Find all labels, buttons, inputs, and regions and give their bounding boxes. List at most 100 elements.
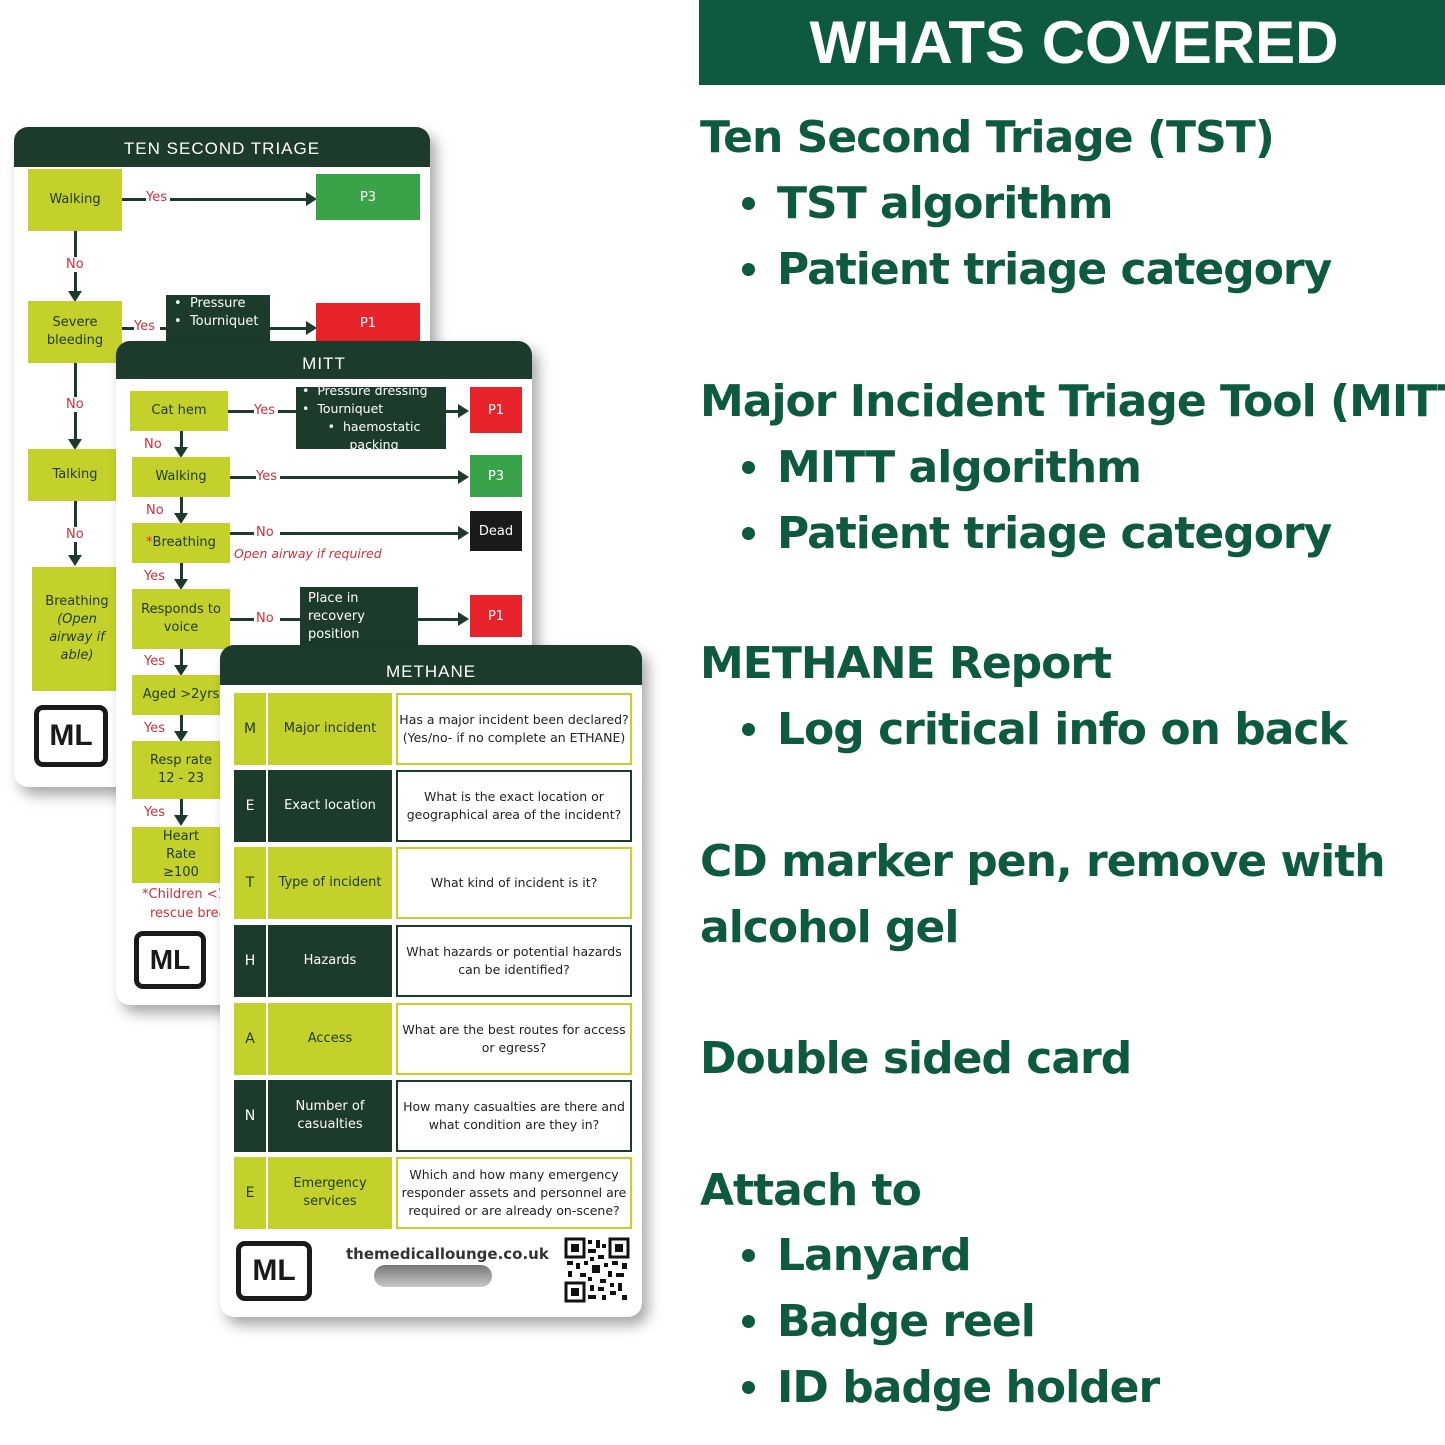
- methane-row-name: Type of incident: [268, 847, 392, 919]
- tst-no-label: No: [66, 527, 84, 542]
- methane-row-question: What kind of incident is it?: [396, 847, 632, 919]
- mitt-yes-label: Yes: [256, 469, 277, 484]
- mitt-no-label: No: [146, 503, 164, 518]
- tst-p3-box: P3: [316, 174, 420, 220]
- section-title-mitt: Major Incident Triage Tool (MITT): [700, 376, 1445, 427]
- mitt-star: *: [146, 535, 153, 550]
- section-title-attach: Attach to: [700, 1165, 922, 1216]
- methane-row-name: Hazards: [268, 925, 392, 997]
- tst-breathing-box: Breathing (Open airway if able): [32, 567, 122, 691]
- bullet-dot-icon: [742, 722, 755, 736]
- bullet-dot-icon: [742, 196, 755, 210]
- methane-row: E Emergency services Which and how many …: [234, 1157, 634, 1229]
- bullet-item: Badge reel: [742, 1296, 1036, 1347]
- tst-yes-label: Yes: [146, 190, 167, 205]
- mitt-treatment-box: • Pressure dressing • Tourniquet • haemo…: [296, 383, 446, 452]
- arrow-right-icon: [458, 404, 469, 418]
- methane-row: A Access What are the best routes for ac…: [234, 1003, 634, 1075]
- mitt-p1-box: P1: [470, 387, 522, 433]
- medical-lounge-logo-icon: ML: [34, 705, 108, 767]
- mitt-no-label: No: [144, 437, 162, 452]
- mitt-treat-2: • Tourniquet: [302, 401, 384, 416]
- methane-row-letter: M: [234, 693, 266, 765]
- tst-walking-box: Walking: [28, 169, 122, 231]
- methane-row-question: What are the best routes for access or e…: [396, 1003, 632, 1075]
- medical-lounge-logo-icon: ML: [134, 931, 206, 989]
- bullet-dot-icon: [742, 262, 755, 276]
- tst-breathing-sub: (Open airway if able): [49, 612, 105, 663]
- methane-website: themedicallounge.co.uk: [346, 1245, 549, 1263]
- medical-lounge-logo-icon: ML: [236, 1241, 312, 1301]
- bullet-text: Patient triage category: [777, 508, 1332, 559]
- tst-treat-pressure: • Pressure: [174, 296, 246, 311]
- bullet-text: Log critical info on back: [777, 704, 1348, 755]
- tst-treat-tourniquet: • Tourniquet: [174, 314, 259, 329]
- section-title-methane: METHANE Report: [700, 638, 1112, 689]
- arrow-right-icon: [306, 321, 317, 335]
- arrow-right-icon: [458, 612, 469, 626]
- methane-row: N Number of casualties How many casualti…: [234, 1080, 634, 1152]
- arrow-right-icon: [306, 192, 317, 206]
- mitt-recovery-box: Place in recovery position: [300, 587, 418, 647]
- mitt-yes-label: Yes: [254, 403, 275, 418]
- section-title-marker-pen: CD marker pen, remove with: [700, 836, 1386, 887]
- bullet-item: Log critical info on back: [742, 704, 1348, 755]
- methane-row-name: Number of casualties: [268, 1080, 392, 1152]
- methane-row-name: Emergency services: [268, 1157, 392, 1229]
- mitt-yes-label: Yes: [144, 721, 165, 736]
- bullet-text: Badge reel: [777, 1296, 1036, 1347]
- qr-code-icon: [564, 1237, 630, 1303]
- mitt-breathing-text: Breathing: [152, 535, 216, 550]
- mitt-yes-label: Yes: [144, 805, 165, 820]
- lanyard-slot: [374, 1265, 492, 1287]
- bullet-text: Lanyard: [777, 1230, 972, 1281]
- bullet-item: Patient triage category: [742, 244, 1332, 295]
- methane-row-question: Has a major incident been declared? (Yes…: [396, 693, 632, 765]
- methane-row-letter: T: [234, 847, 266, 919]
- section-title-tst: Ten Second Triage (TST): [700, 112, 1275, 163]
- tst-severe-bleeding-box: Severe bleeding: [28, 301, 122, 363]
- mitt-no-label: No: [256, 525, 274, 540]
- methane-row-letter: H: [234, 925, 266, 997]
- mitt-no-label: No: [256, 611, 274, 626]
- arrow-right-icon: [458, 526, 469, 540]
- bullet-item: Lanyard: [742, 1230, 972, 1281]
- bullet-item: ID badge holder: [742, 1362, 1160, 1413]
- methane-card: METHANE M Major incident Has a major inc…: [220, 645, 642, 1317]
- arrow-down-icon: [174, 731, 188, 742]
- methane-row: E Exact location What is the exact locat…: [234, 770, 634, 842]
- bullet-item: MITT algorithm: [742, 442, 1142, 493]
- tst-yes-label: Yes: [134, 319, 155, 334]
- bullet-item: TST algorithm: [742, 178, 1114, 229]
- mitt-walking-box: Walking: [132, 457, 230, 497]
- tst-p1-box: P1: [316, 303, 420, 343]
- arrow-down-icon: [174, 815, 188, 826]
- methane-row: H Hazards What hazards or potential haza…: [234, 925, 634, 997]
- methane-row-name: Exact location: [268, 770, 392, 842]
- section-title-marker-pen-line2: alcohol gel: [700, 902, 959, 953]
- mitt-treat-1: • Pressure dressing: [302, 383, 428, 398]
- methane-row-letter: A: [234, 1003, 266, 1075]
- methane-row: T Type of incident What kind of incident…: [234, 847, 634, 919]
- mitt-card-title: MITT: [116, 341, 532, 379]
- mitt-yes-label: Yes: [144, 569, 165, 584]
- methane-row-letter: E: [234, 770, 266, 842]
- arrow-down-icon: [174, 447, 188, 458]
- mitt-aged-box: Aged >2yrs: [132, 675, 230, 715]
- arrow-down-icon: [68, 291, 82, 302]
- methane-card-title: METHANE: [220, 645, 642, 685]
- arrow-down-icon: [174, 665, 188, 676]
- methane-row-question: What hazards or potential hazards can be…: [396, 925, 632, 997]
- arrow-down-icon: [68, 439, 82, 450]
- mitt-cat-hem-box: Cat hem: [130, 391, 228, 431]
- mitt-rescue-note: rescue brea: [150, 906, 227, 921]
- tst-talking-box: Talking: [28, 449, 122, 501]
- methane-row-question: What is the exact location or geographic…: [396, 770, 632, 842]
- bullet-dot-icon: [742, 1248, 755, 1262]
- bullet-text: MITT algorithm: [777, 442, 1142, 493]
- bullet-text: Patient triage category: [777, 244, 1332, 295]
- tst-card-title: TEN SECOND TRIAGE: [14, 127, 430, 167]
- arrow-down-icon: [174, 579, 188, 590]
- methane-row-name: Access: [268, 1003, 392, 1075]
- mitt-yes-label: Yes: [144, 654, 165, 669]
